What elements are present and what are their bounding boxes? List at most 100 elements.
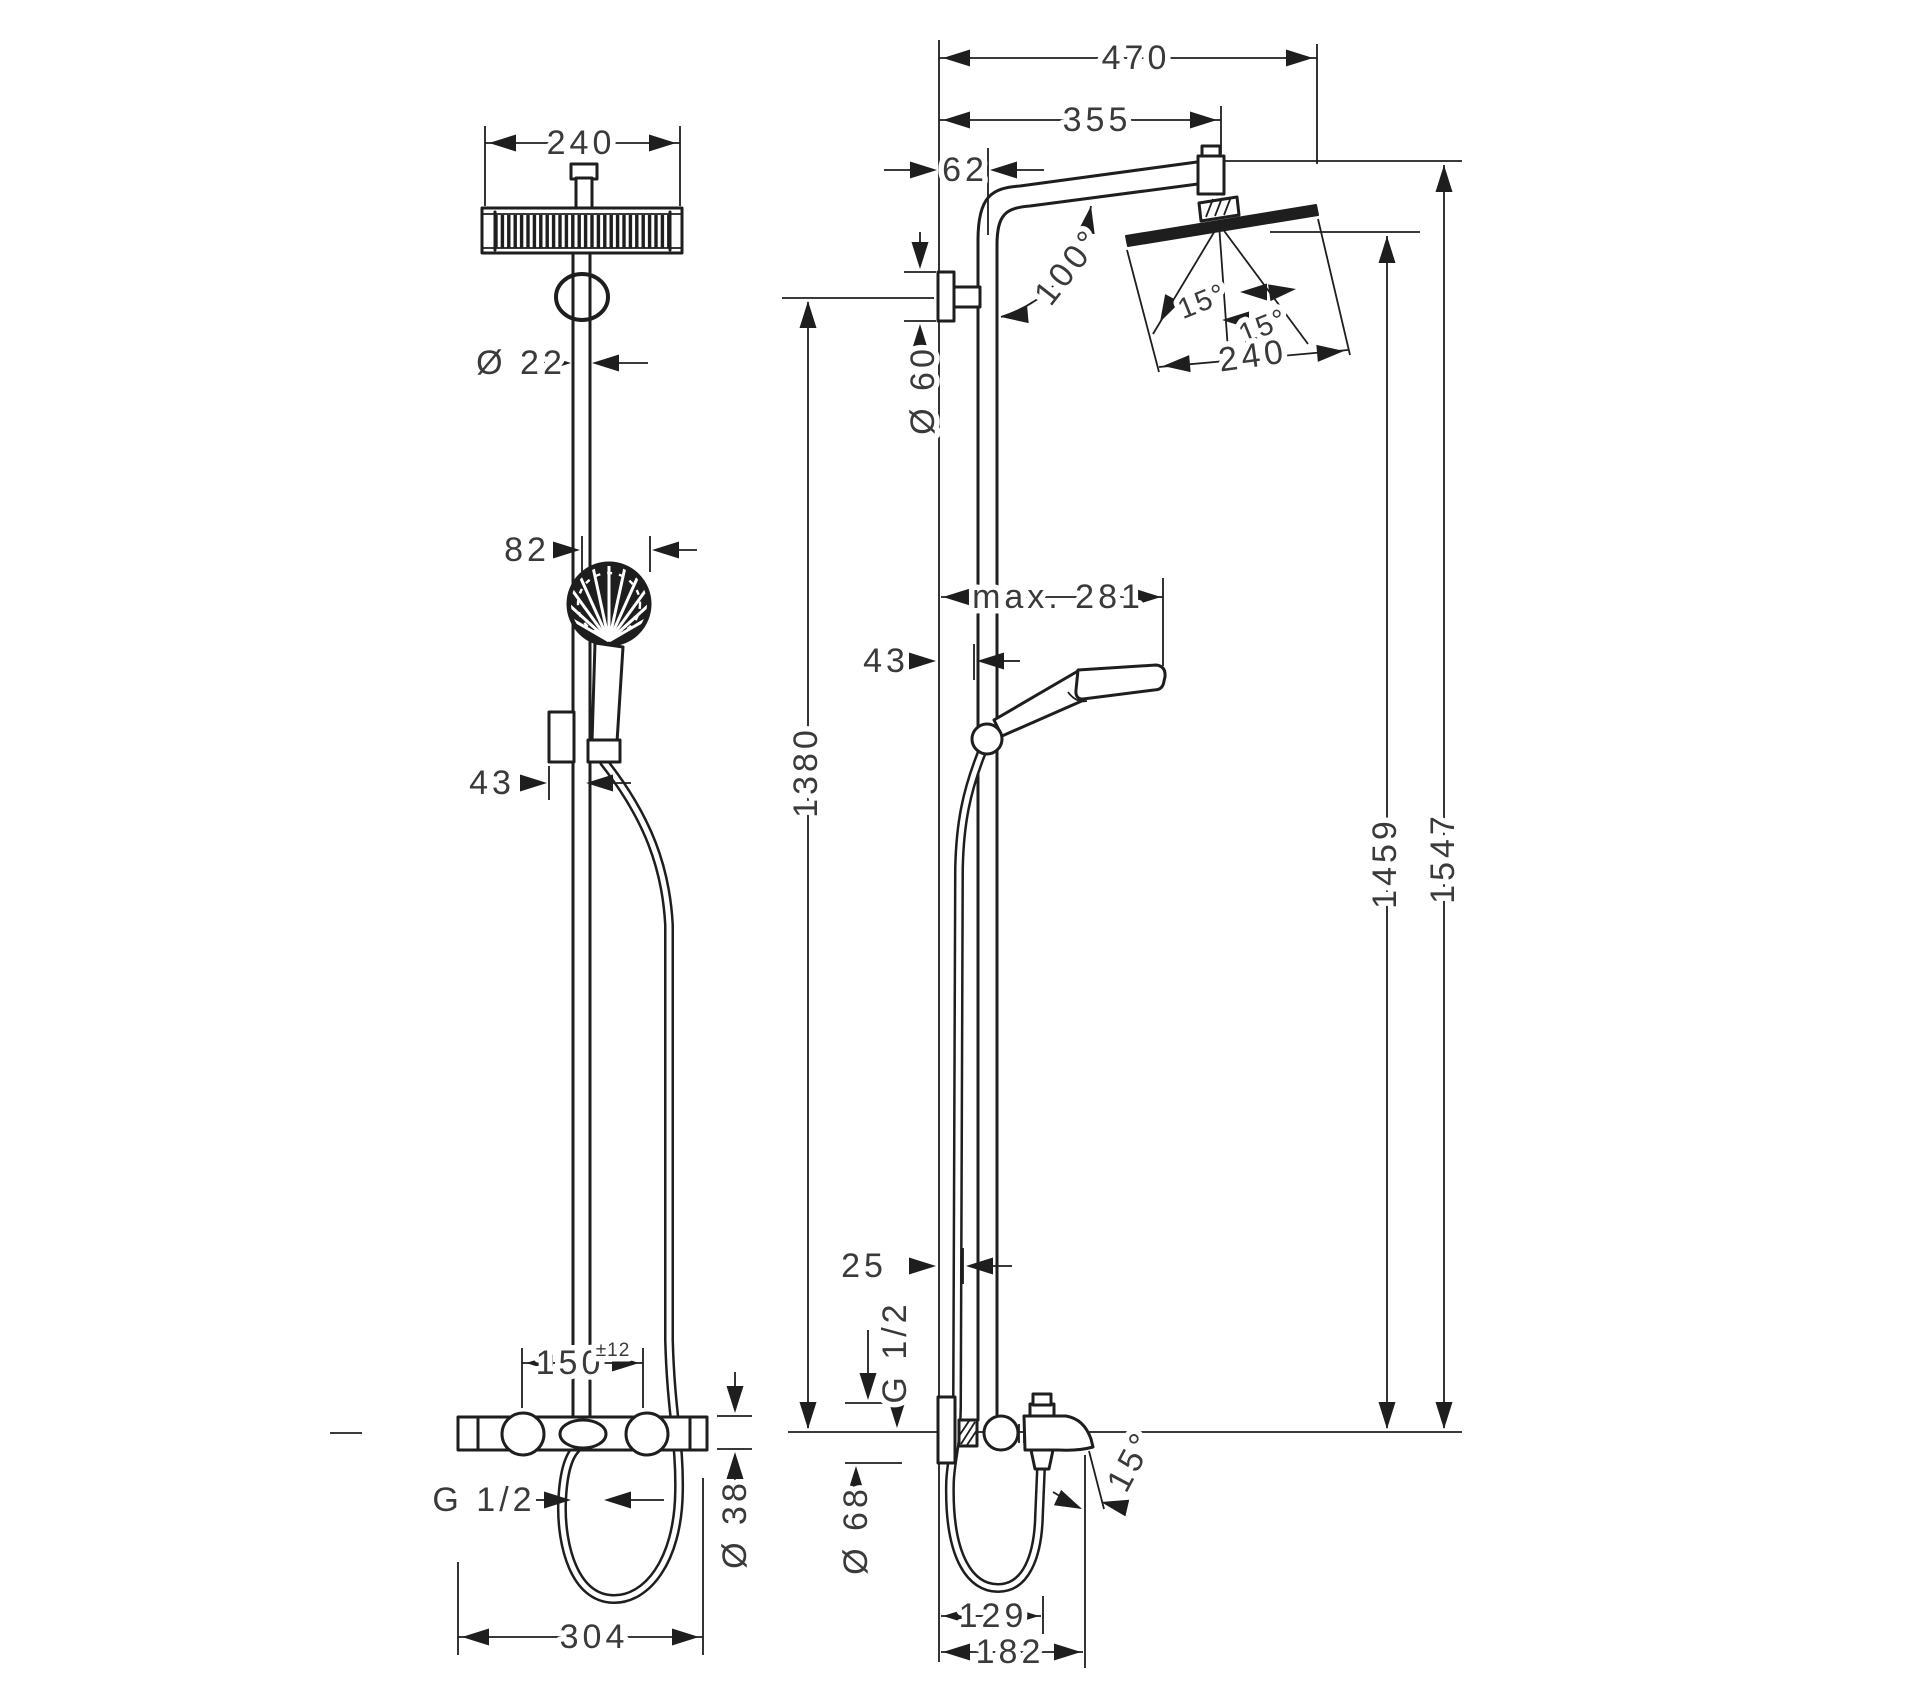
dim-arrow [943,588,970,606]
dim-arrow [1268,280,1298,302]
dim-head-height: 1459 [1270,231,1420,1429]
dim-arrow [1240,283,1267,301]
dim-label-holder-offset-front: 43 [469,764,515,802]
dim-arrow [649,134,676,152]
dim-arrow [888,1401,906,1428]
dim-label-valve-width: 304 [560,1618,629,1656]
wall-bracket-side [936,270,982,323]
handshower-head-side [1074,663,1167,701]
handshower-spray-pattern [571,566,647,642]
dim-label-handle-spacing-tolerance: ±12 [596,1340,631,1361]
dim-handle-spacing: 150 ±12 [521,1335,644,1408]
shower-hose-side [944,747,1046,1594]
diverter-cap [1031,1392,1053,1407]
dim-handshower-offset: 82 [499,525,697,574]
dim-arrow [1316,342,1345,362]
spout-body [1022,1414,1095,1452]
dim-label-valve-diameter: Ø 38 [716,1479,754,1569]
dim-arrow [943,49,970,67]
dim-label-arm-reach: 355 [1063,101,1132,139]
dim-arrow [943,1643,970,1661]
bracket-escutcheon [936,270,956,323]
dim-label-head-width: 240 [547,124,616,162]
dim-valve-diameter: Ø 38 [710,1372,759,1574]
dim-valve-width: 304 [457,1478,704,1661]
dim-arrow [520,774,547,792]
dim-arrow [672,1628,699,1646]
dim-label-hose-thread-front: G 1/2 [432,1481,535,1519]
riser-pipe-side [976,160,1200,1422]
dim-label-supply-thread: G 1/2 [876,1300,914,1403]
dim-arrow [799,301,817,328]
dim-arrow [462,1628,489,1646]
valve-knob-right [624,1411,670,1457]
dim-arrow [592,354,619,372]
dim-label-spout-diameter: Ø 68 [837,1485,875,1575]
dim-wall-to-pipe: 62 [884,145,1044,235]
dim-label-holder-offset-side: 43 [863,642,909,680]
dim-label-head-size-side: 240 [1216,332,1289,379]
handshower-handle-side [992,669,1086,738]
dim-arrow [943,111,970,129]
dim-label-head-height: 1459 [1366,817,1404,909]
spout-hose-nut [1029,1448,1055,1471]
dim-label-pipe-diameter: Ø 22 [476,344,566,382]
dim-label-handle-spacing: 150 [536,1344,605,1382]
head-slats [496,215,669,248]
dim-label-wall-to-pipe: 62 [942,151,988,189]
dim-wall-clearance: 25 [836,1241,1012,1290]
side-view: 470 355 62 [831,33,1467,1676]
dim-arrow [859,1373,877,1400]
ball-joint-mount [1197,195,1241,223]
valve-hatch-block [957,1418,979,1448]
dim-spout-angle: 15° [1052,1419,1168,1668]
dim-arrow [1053,1489,1086,1517]
slider-holder-front [547,710,576,764]
dim-label-total-height: 1547 [1424,812,1462,904]
dim-arrow [726,1386,744,1413]
dim-arrow [604,1491,631,1509]
dim-arrow [1190,111,1217,129]
dim-arrow [1378,1402,1396,1429]
dim-hose-thread-front: G 1/2 [427,1475,664,1524]
dim-spout-length: 182 [941,1627,1083,1676]
dim-arrow [489,134,516,152]
bracket-arm [951,285,982,309]
dim-escutcheon-diameter: Ø 60 [898,232,947,440]
handshower-side [970,663,1167,756]
head-stem [574,176,594,211]
dim-label-wall-clearance: 25 [841,1247,887,1285]
dim-arrow [1286,49,1313,67]
dim-holder-offset-side: 43 [858,636,1020,685]
dim-head-size-side: 240 [1126,218,1351,385]
dim-label-handshower-offset: 82 [504,531,550,569]
dim-spout-hose-offset: 129 [941,1591,1044,1640]
dim-arrow [1435,1402,1453,1429]
valve-bracket-side [936,1395,957,1465]
overhead-shower-side [1125,144,1319,247]
dim-arrow [990,161,1017,179]
handshower-handle [590,641,625,744]
dim-arrow [1000,306,1029,326]
dim-pipe-diameter: Ø 22 [471,338,648,387]
dim-arrow [977,652,1004,670]
dim-holder-offset-front: 43 [464,758,631,807]
dim-arm-angle: 100° [1000,204,1115,326]
dim-arrow [1054,1643,1081,1661]
dim-total-reach: 470 [939,33,1318,164]
riser-pipe-front [571,251,592,1421]
valve-knob-side [982,1414,1020,1452]
dim-max-reach: max. 281 [941,572,1164,666]
dim-label-spout-length: 182 [976,1633,1045,1671]
overhead-shower-front [480,162,684,255]
dim-label-arm-angle: 100° [1027,221,1110,312]
pivot-connector [1196,154,1226,196]
handshower-front [547,561,652,764]
dim-label-spout-angle: 15° [1100,1424,1163,1498]
dim-arrow [909,1257,936,1275]
dim-arrow [652,541,679,559]
wall-bracket-front [554,272,610,322]
shower-hose-front [556,757,685,1605]
bath-valve-side [936,1392,1095,1471]
